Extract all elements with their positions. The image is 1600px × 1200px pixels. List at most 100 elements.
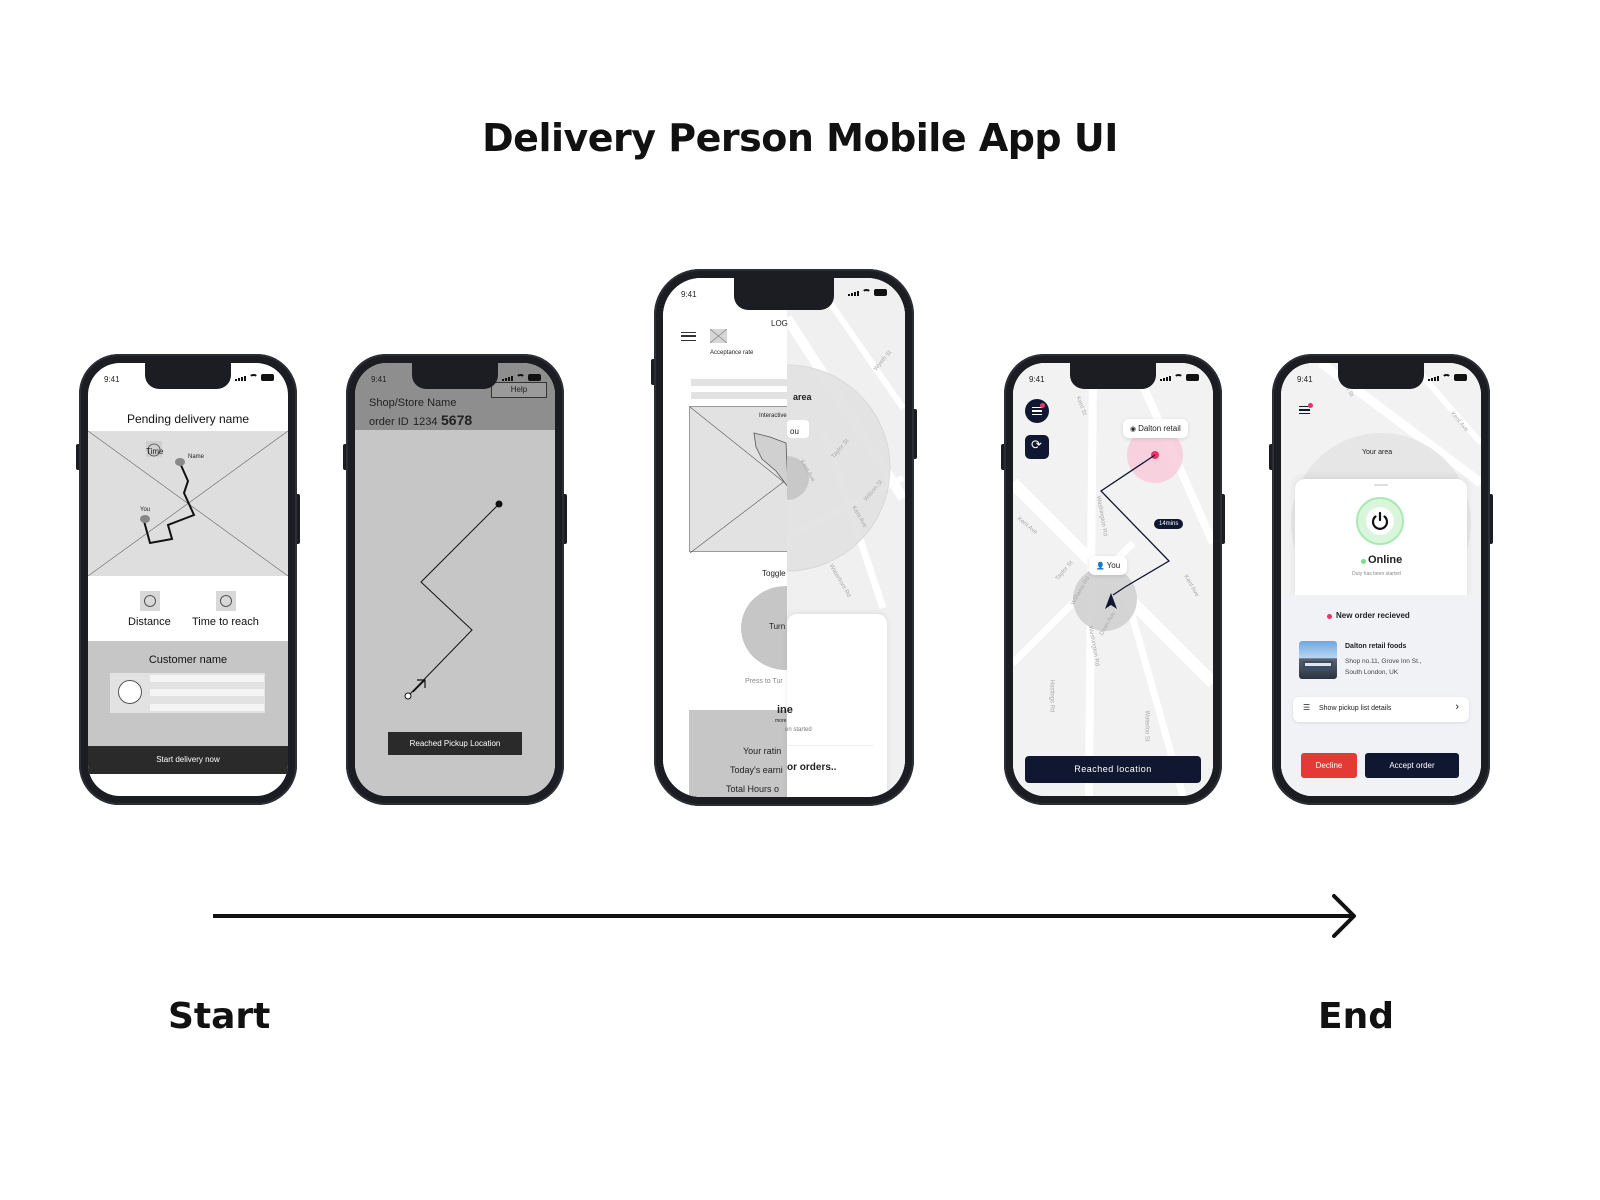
decline-button[interactable]: Decline bbox=[1301, 753, 1357, 778]
order-id-label: order ID bbox=[369, 416, 409, 428]
placeholder-line bbox=[691, 392, 787, 399]
map-placeholder-graphic bbox=[88, 430, 288, 577]
status-time: 9:41 bbox=[681, 290, 697, 299]
notch bbox=[1070, 363, 1156, 389]
signal-icon bbox=[848, 291, 859, 296]
signal-icon bbox=[502, 376, 513, 381]
notch bbox=[145, 363, 231, 389]
avatar bbox=[118, 680, 142, 704]
new-order-panel: New order recieved Dalton retail foods S… bbox=[1281, 595, 1481, 796]
store-pin-text: Dalton retail bbox=[1138, 424, 1181, 433]
store-thumbnail bbox=[1299, 641, 1337, 679]
placeholder-line bbox=[150, 689, 264, 696]
refresh-button[interactable]: ⟳ bbox=[1025, 435, 1049, 459]
power-toggle-inner bbox=[1366, 507, 1394, 535]
show-pickup-list-button[interactable]: ☰ Show pickup list details › bbox=[1293, 697, 1469, 722]
phone-screen: 9:41 Pending delivery name Time Name You bbox=[88, 363, 288, 796]
map-placeholder-graphic bbox=[689, 406, 787, 554]
store-name: Shop/Store Name bbox=[369, 397, 457, 409]
pin-icon: ◉ bbox=[1130, 426, 1139, 433]
placeholder-line bbox=[150, 675, 264, 682]
menu-icon bbox=[1032, 407, 1042, 415]
wifi-icon bbox=[516, 374, 525, 381]
todays-earnings-label: Today's earni bbox=[730, 765, 783, 775]
online-partial: ine bbox=[777, 704, 793, 716]
area-label: area bbox=[793, 392, 812, 402]
divider bbox=[787, 745, 873, 746]
store-name: Dalton retail foods bbox=[1345, 643, 1407, 650]
phone-screen: 9:41 area ou Kent Ave Kent Ave bbox=[663, 278, 905, 797]
drag-handle[interactable] bbox=[1374, 484, 1388, 486]
timeline-start-label: Start bbox=[168, 996, 271, 1037]
notch bbox=[734, 278, 834, 310]
timeline-end-label: End bbox=[1318, 996, 1394, 1037]
distance-icon bbox=[140, 591, 160, 611]
time-to-reach-label: Time to reach bbox=[192, 616, 259, 628]
help-button[interactable]: Help bbox=[491, 382, 547, 398]
start-delivery-button[interactable]: Start delivery now bbox=[88, 746, 288, 774]
turn-label: Turn bbox=[769, 622, 786, 631]
press-to-turn-label: Press to Tur bbox=[745, 678, 783, 685]
notification-dot-icon bbox=[1308, 403, 1313, 408]
customer-section: Customer name bbox=[88, 641, 288, 753]
notch bbox=[1338, 363, 1424, 389]
phone-screen: Kent St Kent Ave 9:41 Your area bbox=[1281, 363, 1481, 796]
notification-dot-icon bbox=[1040, 403, 1045, 408]
duty-started-label: Duty has been started bbox=[1352, 571, 1401, 577]
stats-block: Your ratin Today's earni Total Hours o bbox=[689, 710, 787, 797]
wifi-icon bbox=[249, 374, 258, 381]
image-placeholder-icon bbox=[709, 328, 728, 344]
map-placeholder[interactable] bbox=[689, 406, 787, 554]
phone-pending-delivery: 9:41 Pending delivery name Time Name You bbox=[76, 354, 300, 805]
signal-icon bbox=[1160, 376, 1171, 381]
more-label: more bbox=[775, 718, 787, 724]
power-toggle[interactable] bbox=[1356, 497, 1404, 545]
toggle-label: Toggle bbox=[762, 569, 786, 578]
accept-order-button[interactable]: Accept order bbox=[1365, 753, 1459, 778]
phone-wireframe-vs-design: 9:41 area ou Kent Ave Kent Ave bbox=[651, 269, 917, 806]
map-name-label: Name bbox=[188, 454, 205, 460]
status-icons bbox=[1160, 374, 1199, 381]
signal-icon bbox=[235, 376, 246, 381]
you-label: 👤 You bbox=[1089, 556, 1128, 575]
your-rating-label: Your ratin bbox=[743, 746, 782, 756]
distance-label: Distance bbox=[128, 616, 171, 628]
status-time: 9:41 bbox=[104, 375, 120, 384]
reached-pickup-button[interactable]: Reached Pickup Location bbox=[388, 732, 522, 755]
phone-screen: Shop/Store Name order ID 1234 5678 Help … bbox=[355, 363, 555, 796]
wireframe-half: Acceptance rate Interactive Toggle Turn … bbox=[663, 278, 787, 797]
menu-icon[interactable] bbox=[1299, 403, 1313, 414]
your-area-label: Your area bbox=[1362, 449, 1393, 456]
battery-icon bbox=[1186, 374, 1199, 381]
battery-icon bbox=[261, 374, 274, 381]
map-you-label: You bbox=[140, 507, 151, 513]
log-label: LOG bbox=[771, 319, 788, 328]
menu-button[interactable] bbox=[1025, 399, 1049, 423]
list-icon: ☰ bbox=[1303, 703, 1311, 712]
address-line-2: South London, UK bbox=[1345, 669, 1399, 676]
online-status: Online bbox=[1368, 554, 1403, 566]
show-pickup-list-label: Show pickup list details bbox=[1319, 705, 1392, 712]
chevron-right-icon: › bbox=[1455, 701, 1459, 713]
map-placeholder[interactable]: Time Name You bbox=[88, 430, 288, 577]
time-icon bbox=[216, 591, 236, 611]
customer-card[interactable] bbox=[110, 673, 265, 713]
status-time: 9:41 bbox=[1297, 375, 1313, 384]
eta-badge: 14mins bbox=[1154, 519, 1184, 529]
trip-info: Distance Time to reach bbox=[88, 576, 288, 641]
signal-icon bbox=[1428, 376, 1439, 381]
design-status-card: ine more en started or orders.. bbox=[775, 614, 887, 797]
map-time-label: Time bbox=[146, 447, 164, 456]
status-time: 9:41 bbox=[371, 375, 387, 384]
page-title: Delivery Person Mobile App UI bbox=[482, 116, 1118, 160]
store-pin-label[interactable]: ◉ Dalton retail bbox=[1123, 419, 1188, 438]
power-icon bbox=[1371, 511, 1389, 530]
phone-pickup-route: Shop/Store Name order ID 1234 5678 Help … bbox=[343, 354, 567, 805]
battery-icon bbox=[528, 374, 541, 381]
phone-new-order: Kent St Kent Ave 9:41 Your area bbox=[1269, 354, 1493, 805]
battery-icon bbox=[1454, 374, 1467, 381]
battery-icon bbox=[874, 289, 887, 296]
status-icons bbox=[235, 374, 274, 381]
reached-location-button[interactable]: Reached location bbox=[1025, 756, 1201, 783]
menu-icon[interactable] bbox=[681, 332, 696, 341]
